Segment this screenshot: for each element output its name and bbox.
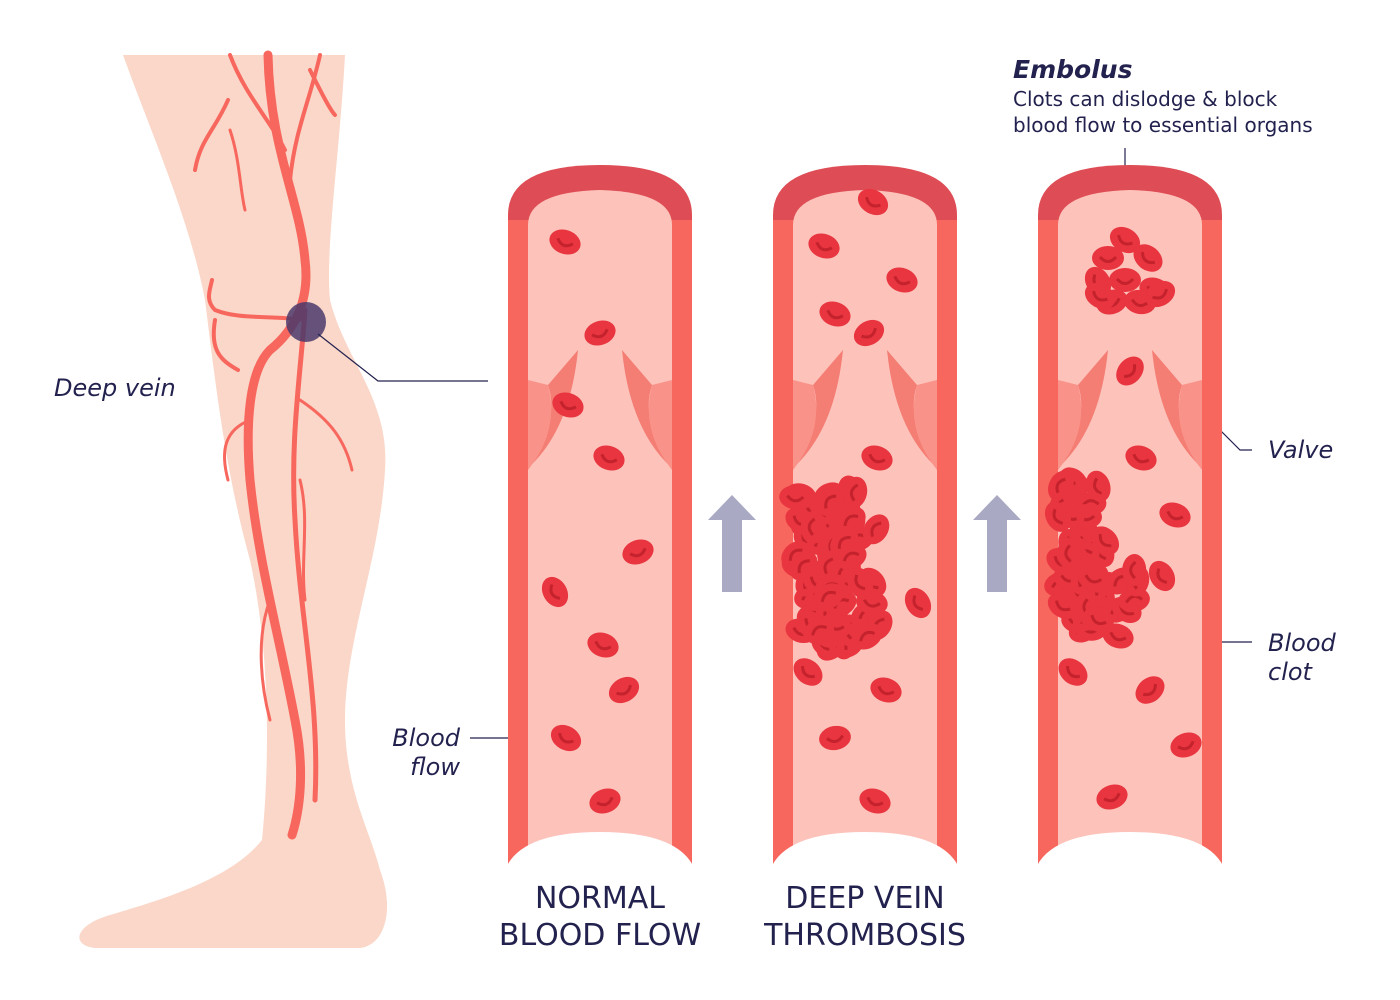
red-blood-cell bbox=[819, 725, 851, 751]
normal-flow-caption-2: BLOOD FLOW bbox=[499, 918, 701, 953]
red-blood-cell bbox=[851, 623, 883, 650]
arrow-up-icon bbox=[708, 495, 756, 592]
red-blood-cell bbox=[1144, 280, 1176, 308]
red-blood-cell bbox=[1125, 445, 1157, 471]
red-blood-cell bbox=[779, 485, 812, 510]
red-blood-cell bbox=[1057, 537, 1082, 570]
red-blood-cell bbox=[793, 658, 823, 686]
red-blood-cell bbox=[1170, 732, 1202, 758]
blood-clot bbox=[1047, 526, 1150, 633]
embolus-description-2: blood flow to essential organs bbox=[1013, 113, 1313, 137]
leg-shape bbox=[79, 55, 388, 948]
red-blood-cell bbox=[622, 539, 654, 565]
red-blood-cell bbox=[835, 544, 867, 570]
red-blood-cell bbox=[1083, 606, 1114, 633]
red-blood-cell bbox=[1109, 268, 1141, 292]
red-blood-cell bbox=[861, 445, 893, 471]
embolus-description: Clots can dislodge & block bbox=[1013, 87, 1278, 111]
vessel-opening bbox=[770, 832, 960, 875]
deep-vein-label: Deep vein bbox=[54, 374, 176, 402]
red-blood-cell bbox=[541, 576, 569, 608]
red-blood-cell bbox=[1096, 784, 1128, 810]
red-blood-cell bbox=[836, 506, 866, 534]
red-blood-cell bbox=[857, 188, 889, 216]
red-blood-cell bbox=[862, 514, 890, 545]
valve bbox=[528, 350, 672, 470]
leg-veins bbox=[193, 50, 354, 840]
vessel-opening bbox=[505, 832, 695, 875]
red-blood-cell bbox=[846, 567, 874, 598]
red-blood-cell bbox=[1092, 246, 1124, 270]
red-blood-cell bbox=[593, 445, 625, 471]
deep-vein-marker bbox=[286, 302, 326, 342]
red-blood-cell bbox=[587, 632, 619, 658]
red-blood-cell bbox=[819, 301, 851, 327]
leg-illustration bbox=[79, 50, 388, 948]
red-blood-cell bbox=[886, 267, 918, 293]
red-blood-cell bbox=[859, 788, 891, 814]
arrow-up-icon bbox=[973, 495, 1021, 592]
dvt-caption-2: THROMBOSIS bbox=[763, 918, 966, 953]
red-blood-cell bbox=[800, 510, 825, 543]
vein-embolus bbox=[1035, 165, 1225, 875]
embolus-title: Embolus bbox=[1013, 55, 1132, 84]
valve bbox=[793, 350, 937, 470]
red-blood-cell bbox=[789, 551, 818, 581]
red-blood-cell bbox=[816, 487, 845, 517]
red-blood-cell bbox=[1044, 501, 1072, 532]
blood-clot-label-2: clot bbox=[1268, 658, 1314, 686]
red-blood-cell bbox=[1133, 244, 1163, 272]
dvt-caption: DEEP VEIN bbox=[785, 881, 944, 916]
red-blood-cell bbox=[1135, 676, 1165, 704]
red-blood-cell bbox=[1077, 565, 1110, 591]
red-blood-cell bbox=[552, 392, 584, 418]
blood-clot-label: Blood bbox=[1268, 629, 1337, 657]
red-blood-cell bbox=[870, 677, 902, 703]
valve-label: Valve bbox=[1268, 436, 1333, 464]
red-blood-cell bbox=[853, 319, 885, 347]
vein-normal-flow bbox=[505, 165, 695, 875]
red-blood-cell bbox=[1084, 282, 1116, 310]
red-blood-cell bbox=[808, 233, 840, 259]
red-blood-cell bbox=[904, 587, 932, 619]
red-blood-cell bbox=[1122, 554, 1147, 587]
vessel-opening bbox=[1035, 832, 1225, 875]
red-blood-cell bbox=[842, 476, 868, 509]
red-blood-cell bbox=[1148, 560, 1176, 592]
red-blood-cell bbox=[584, 320, 616, 346]
red-blood-cell bbox=[813, 583, 844, 610]
blood-flow-label-2: flow bbox=[410, 753, 460, 781]
normal-flow-caption: NORMAL bbox=[535, 881, 665, 916]
valve bbox=[1058, 350, 1202, 470]
red-blood-cell bbox=[803, 617, 835, 644]
blood-clot bbox=[785, 506, 893, 661]
red-blood-cell bbox=[1058, 658, 1088, 686]
blood-flow-label: Blood bbox=[392, 724, 461, 752]
embolus-cluster bbox=[1084, 226, 1176, 315]
red-blood-cell bbox=[549, 229, 581, 255]
red-blood-cell bbox=[550, 724, 582, 752]
red-blood-cell bbox=[1116, 356, 1144, 386]
red-blood-cell bbox=[589, 788, 621, 814]
red-blood-cell bbox=[1159, 502, 1191, 528]
red-blood-cell bbox=[608, 676, 640, 704]
red-blood-cell bbox=[1109, 226, 1141, 254]
flow-arrows bbox=[708, 495, 1021, 592]
